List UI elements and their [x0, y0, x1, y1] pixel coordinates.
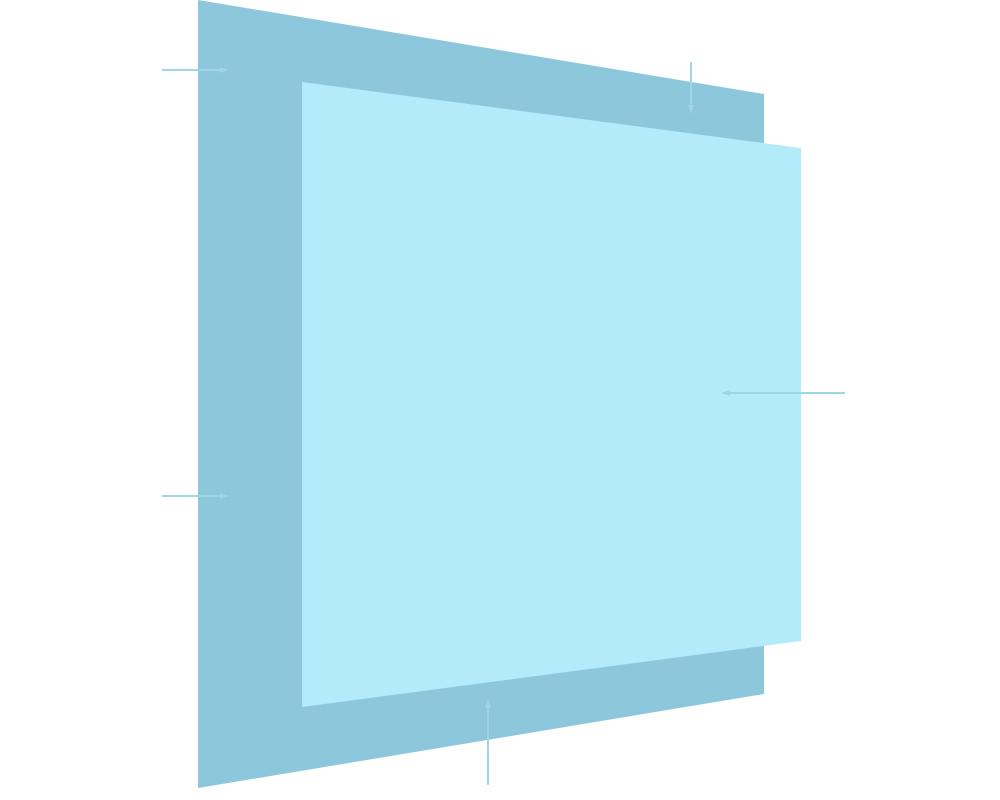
- pointer-arrow-top-left: [162, 67, 229, 73]
- front-panel: [302, 82, 801, 707]
- pointer-arrow-left: [162, 493, 229, 499]
- pointer-arrow-top: [688, 62, 694, 114]
- pointer-arrow-right: [721, 390, 845, 396]
- pointer-arrow-bottom: [485, 699, 491, 785]
